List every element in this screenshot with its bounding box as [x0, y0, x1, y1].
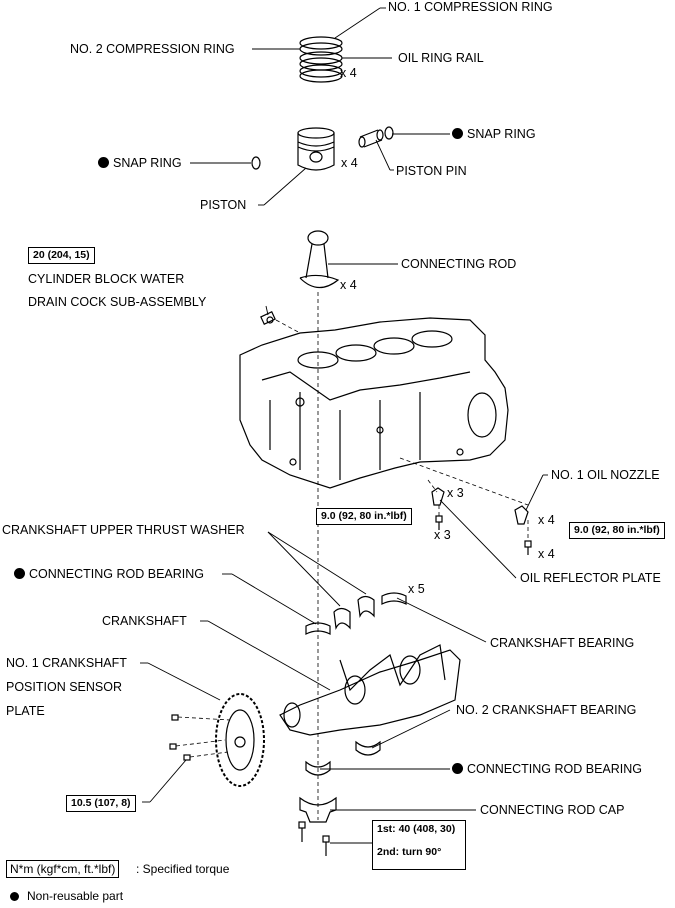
torque-oil-nozzle-bolt: 9.0 (92, 80 in.*lbf) — [569, 522, 665, 539]
qty-connecting-rod: x 4 — [340, 278, 357, 292]
label-no1-oil-nozzle: NO. 1 OIL NOZZLE — [551, 468, 660, 482]
label-connecting-rod-bearing-upper: CONNECTING ROD BEARING — [14, 567, 204, 581]
label-drain-cock-line1: CYLINDER BLOCK WATER — [28, 272, 185, 286]
nonreusable-dot-icon — [14, 568, 25, 579]
torque-rod-cap-line1: 1st: 40 (408, 30) — [377, 823, 456, 835]
oil-nozzle-illustration — [514, 505, 532, 555]
label-no1-compression-ring: NO. 1 COMPRESSION RING — [388, 0, 553, 14]
piston-pin-illustration — [358, 129, 384, 148]
label-snap-ring-left: SNAP RING — [98, 156, 182, 170]
crankshaft-illustration — [279, 644, 461, 736]
nonreusable-dot-icon — [452, 763, 463, 774]
qty-rings: x 4 — [340, 66, 357, 80]
label-crankshaft: CRANKSHAFT — [102, 614, 187, 628]
legend-torque-unit: N*m (kgf*cm, ft.*lbf) — [6, 860, 120, 878]
label-sensor-plate-line2: POSITION SENSOR — [6, 680, 122, 694]
piston-illustration — [297, 127, 335, 171]
torque-sensor-plate-bolt: 10.5 (107, 8) — [66, 795, 136, 812]
qty-oil-nozzle: x 4 — [538, 513, 555, 527]
label-no2-crankshaft-bearing: NO. 2 CRANKSHAFT BEARING — [456, 703, 637, 717]
snap-ring-right-text: SNAP RING — [467, 127, 536, 141]
torque-rod-cap: 1st: 40 (408, 30) 2nd: turn 90° — [372, 820, 466, 870]
qty-oil-reflector-plate: x 3 — [447, 486, 464, 500]
label-piston-pin: PISTON PIN — [396, 164, 467, 178]
label-sensor-plate-line3: PLATE — [6, 704, 45, 718]
sensor-plate-bolts-illustration — [169, 714, 191, 761]
torque-rod-cap-line2: 2nd: turn 90° — [377, 846, 442, 858]
qty-oil-nozzle-bolt: x 4 — [538, 547, 555, 561]
legend-nonreusable-text: Non-reusable part — [27, 889, 124, 903]
label-connecting-rod: CONNECTING ROD — [401, 257, 517, 271]
nonreusable-dot-icon — [452, 128, 463, 139]
qty-piston: x 4 — [341, 156, 358, 170]
qty-crankshaft-bearing: x 5 — [408, 582, 425, 596]
connecting-rod-illustration — [299, 230, 340, 289]
label-sensor-plate-line1: NO. 1 CRANKSHAFT — [6, 656, 127, 670]
snap-ring-right-illustration — [384, 126, 394, 140]
label-no2-compression-ring: NO. 2 COMPRESSION RING — [70, 42, 235, 56]
torque-drain-cock: 20 (204, 15) — [28, 247, 95, 264]
snap-ring-left-text: SNAP RING — [113, 156, 182, 170]
cap-bolts-illustration — [298, 821, 330, 856]
cylinder-block-illustration — [239, 317, 509, 489]
nonreusable-dot-icon — [10, 892, 19, 901]
label-oil-reflector-plate: OIL REFLECTOR PLATE — [520, 571, 661, 585]
connecting-rod-cap-illustration — [299, 796, 337, 823]
label-crankshaft-upper-thrust-washer: CRANKSHAFT UPPER THRUST WASHER — [2, 523, 245, 537]
label-drain-cock-line2: DRAIN COCK SUB-ASSEMBLY — [28, 295, 207, 309]
oil-reflector-plate-illustration — [431, 487, 445, 506]
sensor-plate-illustration — [215, 693, 265, 787]
nonreusable-dot-icon — [98, 157, 109, 168]
upper-bearings-illustration — [305, 592, 407, 635]
piston-rings-illustration — [299, 36, 343, 83]
connecting-rod-bearing-lower-text: CONNECTING ROD BEARING — [467, 762, 643, 776]
snap-ring-left-illustration — [251, 156, 261, 170]
label-snap-ring-right: SNAP RING — [452, 127, 536, 141]
qty-oil-reflector-bolt: x 3 — [434, 528, 451, 542]
drain-cock-illustration — [260, 311, 276, 325]
torque-oil-reflector-bolt: 9.0 (92, 80 in.*lbf) — [316, 508, 412, 525]
lower-bearings-illustration — [305, 740, 381, 776]
label-connecting-rod-cap: CONNECTING ROD CAP — [480, 803, 625, 817]
legend-nonreusable: Non-reusable part — [10, 889, 123, 903]
label-piston: PISTON — [200, 198, 247, 212]
label-connecting-rod-bearing-lower: CONNECTING ROD BEARING — [452, 762, 642, 776]
connecting-rod-bearing-upper-text: CONNECTING ROD BEARING — [29, 567, 205, 581]
legend-torque-desc: : Specified torque — [136, 862, 230, 876]
label-crankshaft-bearing: CRANKSHAFT BEARING — [490, 636, 635, 650]
label-oil-ring-rail: OIL RING RAIL — [398, 51, 484, 65]
